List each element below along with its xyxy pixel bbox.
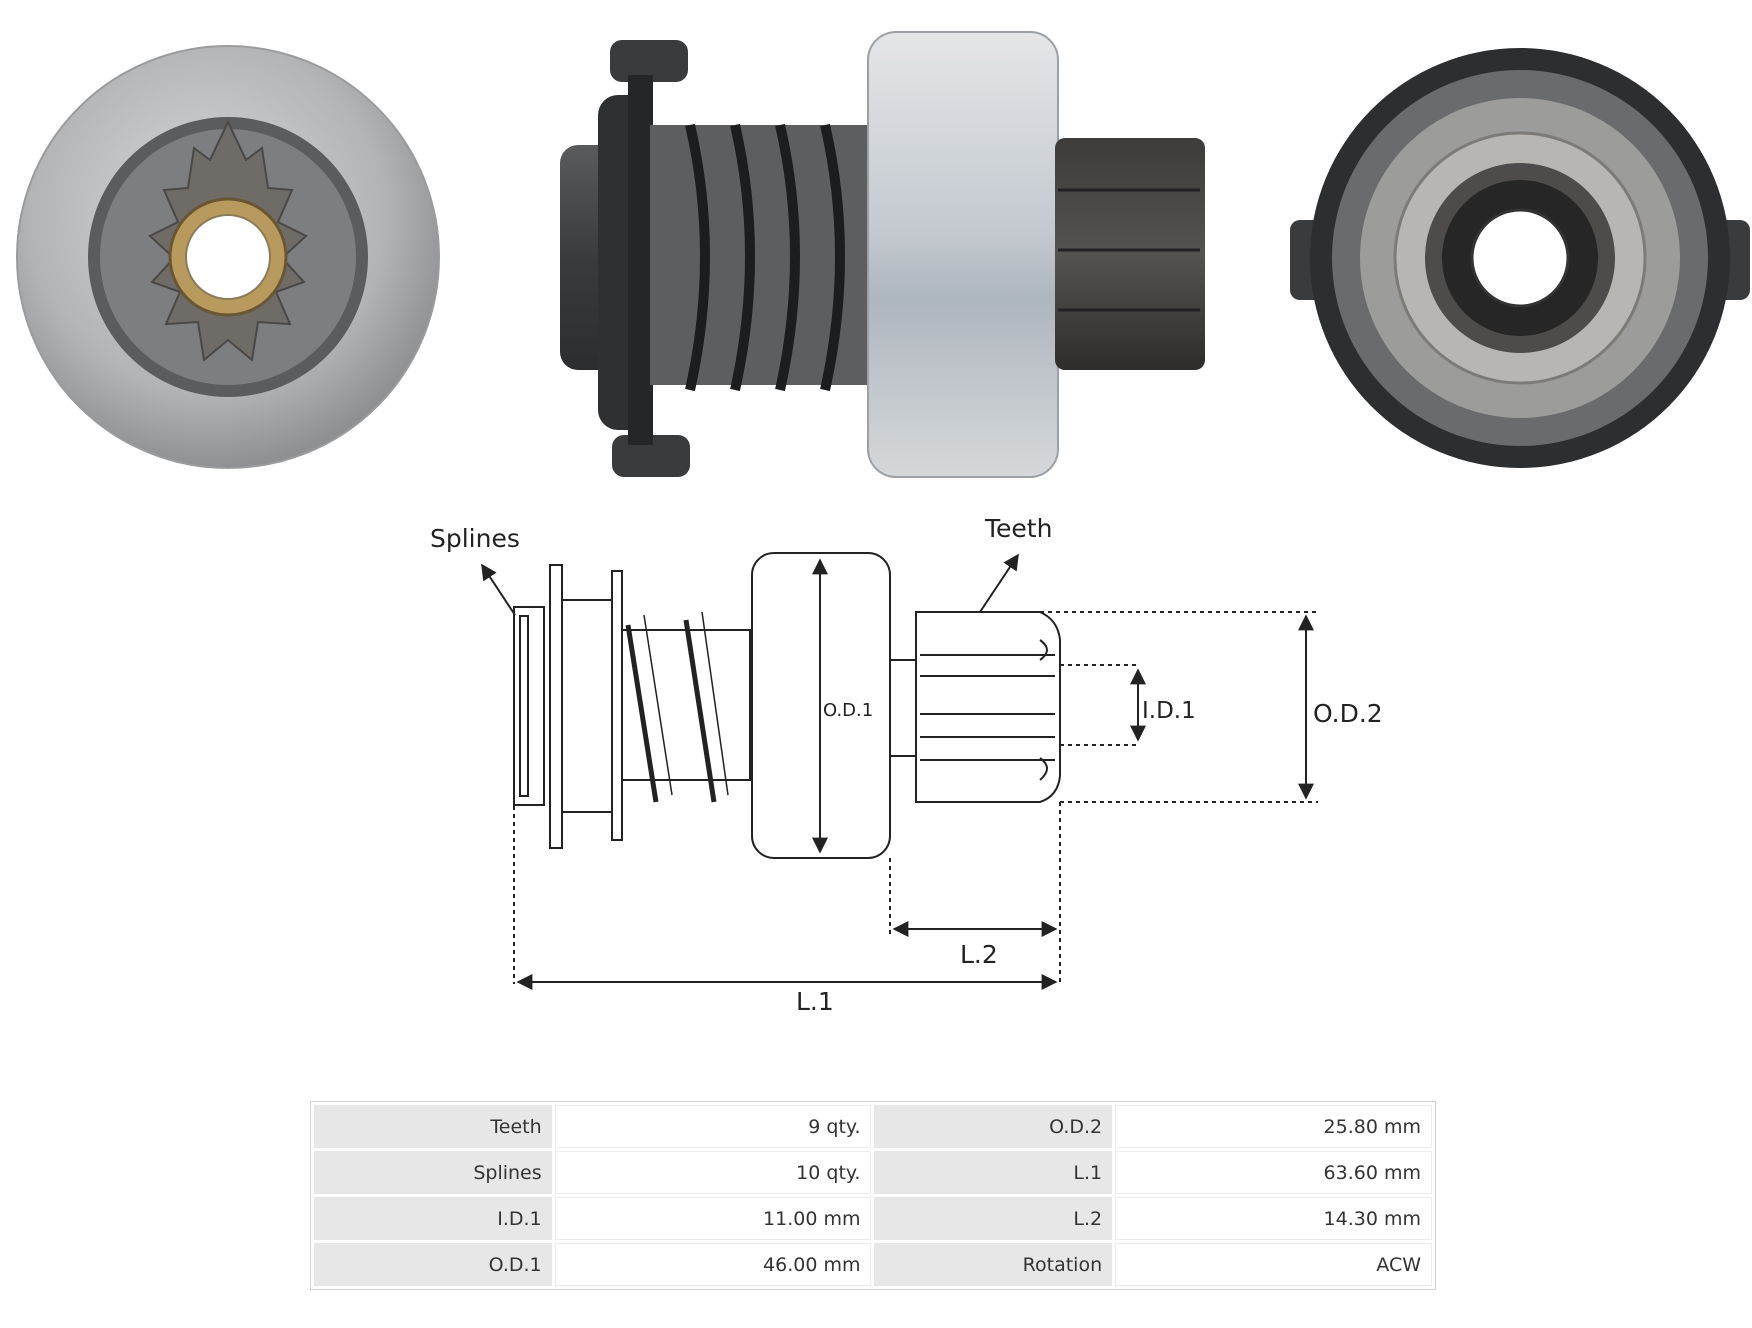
spec-value: 63.60 mm	[1115, 1151, 1432, 1194]
spec-value: 46.00 mm	[554, 1243, 872, 1286]
spec-label: L.1	[874, 1151, 1113, 1194]
spec-table: Teeth 9 qty. O.D.2 25.80 mm Splines 10 q…	[310, 1101, 1436, 1290]
spec-value: 9 qty.	[554, 1105, 872, 1148]
spec-label: Teeth	[314, 1105, 552, 1148]
product-photos	[16, 31, 1750, 478]
label-splines: Splines	[430, 524, 520, 553]
part-outline	[513, 552, 1061, 859]
spec-value: 14.30 mm	[1115, 1197, 1432, 1240]
spec-value: 10 qty.	[554, 1151, 872, 1194]
spec-value: 25.80 mm	[1115, 1105, 1432, 1148]
spec-label: L.2	[874, 1197, 1113, 1240]
table-row: O.D.1 46.00 mm Rotation ACW	[314, 1243, 1432, 1286]
label-l2: L.2	[960, 940, 998, 969]
rear-view-photo	[1290, 48, 1750, 468]
side-view-photo	[560, 31, 1205, 478]
dimension-diagram: Splines Teeth O.D.1 I.D.1 O.D.2 L.2 L.1	[430, 514, 1383, 1016]
table-row: Teeth 9 qty. O.D.2 25.80 mm	[314, 1105, 1432, 1148]
dimension-lines	[481, 553, 1318, 990]
spec-label: Rotation	[874, 1243, 1113, 1286]
spec-label: O.D.1	[314, 1243, 552, 1286]
label-id1: I.D.1	[1142, 698, 1196, 724]
spec-label: I.D.1	[314, 1197, 552, 1240]
front-view-photo	[16, 45, 440, 469]
spec-value: ACW	[1115, 1243, 1432, 1286]
table-row: I.D.1 11.00 mm L.2 14.30 mm	[314, 1197, 1432, 1240]
table-row: Splines 10 qty. L.1 63.60 mm	[314, 1151, 1432, 1194]
spec-value: 11.00 mm	[554, 1197, 872, 1240]
label-od1: O.D.1	[823, 700, 873, 721]
spec-label: O.D.2	[874, 1105, 1113, 1148]
label-teeth: Teeth	[984, 514, 1052, 543]
label-l1: L.1	[796, 987, 834, 1016]
spec-label: Splines	[314, 1151, 552, 1194]
label-od2: O.D.2	[1313, 699, 1383, 728]
